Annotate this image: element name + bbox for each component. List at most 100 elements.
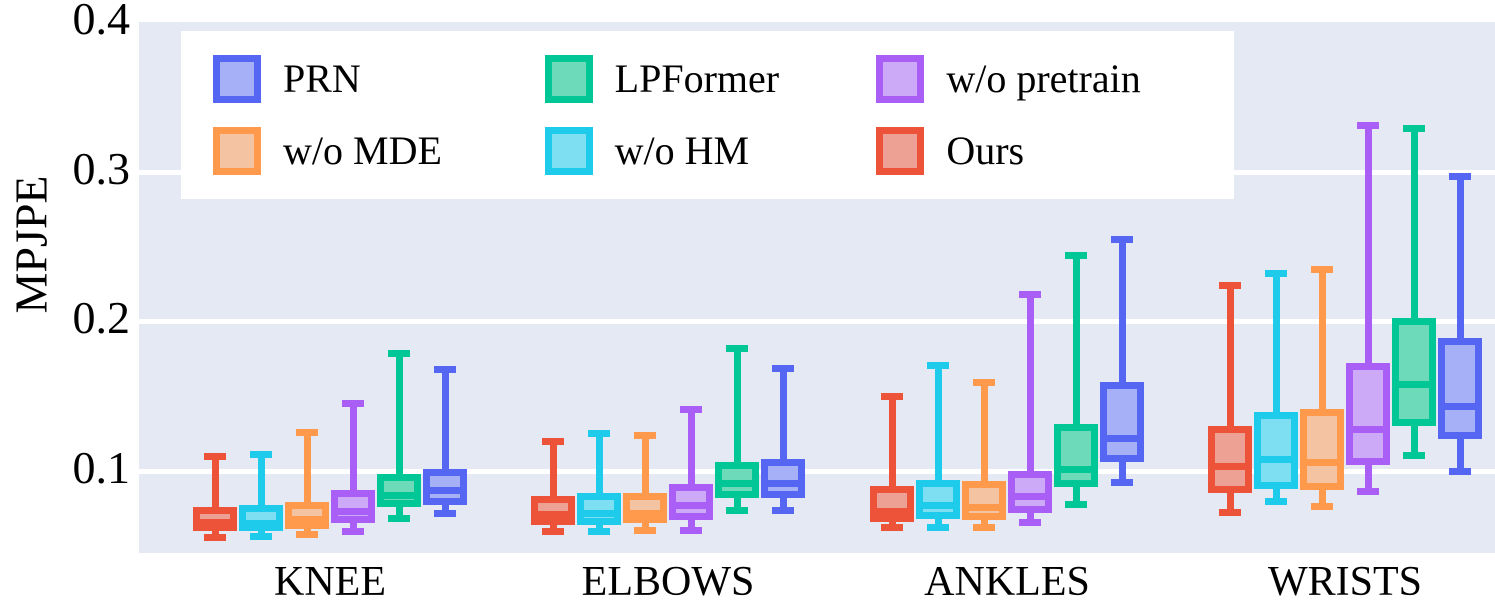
median-line: [1346, 425, 1390, 433]
whisker-lower: [1226, 493, 1234, 516]
legend-item-w-o-pretrain[interactable]: w/o pretrain: [876, 55, 1208, 103]
whisker-cap-upper: [1019, 291, 1041, 299]
x-tick-knee: KNEE: [274, 559, 386, 605]
legend-item-w-o-mde[interactable]: w/o MDE: [213, 127, 545, 175]
box-knee-ours: [193, 22, 237, 553]
y-tick-0.1: 0.1: [72, 441, 131, 493]
median-line: [239, 520, 283, 528]
box-wrists-lpformer: [1392, 22, 1436, 553]
whisker-upper: [1026, 291, 1034, 471]
whisker-upper: [1226, 282, 1234, 426]
whisker-lower: [395, 506, 403, 522]
box-elbows-lpformer: [715, 22, 759, 553]
y-tick-0.4: 0.4: [72, 0, 131, 44]
median-line: [669, 502, 713, 510]
median-line: [577, 509, 621, 517]
box-knee-w-o-mde: [285, 22, 329, 553]
whisker-cap-upper: [296, 428, 318, 436]
whisker-cap-upper: [1265, 270, 1287, 278]
whisker-cap-lower: [250, 532, 272, 540]
whisker-cap-lower: [726, 507, 748, 515]
legend-swatch-icon: [213, 127, 261, 175]
whisker-upper: [349, 400, 357, 491]
median-line: [1054, 466, 1098, 474]
whisker-cap-lower: [1019, 519, 1041, 527]
whisker-upper: [1072, 252, 1080, 425]
median-line: [870, 508, 914, 516]
median-line: [916, 502, 960, 510]
legend-item-w-o-hm[interactable]: w/o HM: [544, 127, 877, 175]
whisker-lower: [733, 497, 741, 515]
box-rect: [1300, 409, 1344, 491]
whisker-cap-lower: [1311, 502, 1333, 510]
median-line: [761, 479, 805, 487]
whisker-cap-upper: [634, 431, 656, 439]
box-wrists-ours: [1208, 22, 1252, 553]
whisker-cap-lower: [1111, 478, 1133, 486]
whisker-cap-lower: [973, 523, 995, 531]
box-rect: [962, 481, 1006, 521]
whisker-lower: [1272, 488, 1280, 506]
box-knee-prn: [423, 22, 467, 553]
box-ankles-w-o-hm: [916, 22, 960, 553]
whisker-cap-upper: [772, 364, 794, 372]
box-rect: [1100, 382, 1144, 462]
median-line: [285, 515, 329, 523]
whisker-upper: [549, 437, 557, 497]
whisker-cap-lower: [1065, 501, 1087, 509]
whisker-upper: [257, 451, 265, 506]
box-ankles-lpformer: [1054, 22, 1098, 553]
legend-label: PRN: [283, 56, 361, 101]
whisker-cap-lower: [342, 528, 364, 536]
median-line: [531, 511, 575, 519]
median-line: [1438, 403, 1482, 411]
whisker-upper: [1272, 270, 1280, 413]
whisker-cap-lower: [434, 510, 456, 518]
whisker-cap-lower: [204, 534, 226, 542]
legend-label: w/o MDE: [283, 128, 442, 173]
whisker-cap-lower: [772, 507, 794, 515]
legend-item-lpformer[interactable]: LPFormer: [544, 55, 877, 103]
box-elbows-ours: [531, 22, 575, 553]
whisker-upper: [303, 428, 311, 503]
legend-swatch-icon: [876, 55, 925, 103]
whisker-upper: [1118, 235, 1126, 383]
y-tick-0.3: 0.3: [72, 142, 131, 194]
median-line: [1208, 463, 1252, 471]
whisker-cap-upper: [881, 392, 903, 400]
box-rect: [577, 493, 621, 525]
whisker-cap-lower: [634, 526, 656, 534]
y-axis-label: MPJPE: [5, 175, 57, 314]
whisker-cap-lower: [1357, 487, 1379, 495]
whisker-lower: [1410, 425, 1418, 459]
whisker-cap-upper: [1357, 122, 1379, 130]
median-line: [962, 503, 1006, 511]
whisker-cap-upper: [204, 452, 226, 460]
box-elbows-w-o-hm: [577, 22, 621, 553]
whisker-cap-upper: [1219, 282, 1241, 290]
whisker-cap-upper: [250, 451, 272, 459]
whisker-cap-upper: [1403, 125, 1425, 133]
whisker-upper: [1410, 125, 1418, 319]
median-line: [1100, 434, 1144, 442]
legend-item-ours[interactable]: Ours: [876, 127, 1208, 175]
whisker-cap-lower: [1403, 451, 1425, 459]
whisker-upper: [641, 431, 649, 494]
median-line: [1300, 458, 1344, 466]
whisker-cap-upper: [1311, 265, 1333, 273]
whisker-cap-lower: [1265, 498, 1287, 506]
whisker-upper: [1364, 122, 1372, 364]
legend-item-prn[interactable]: PRN: [213, 55, 545, 103]
box-rect: [916, 479, 960, 519]
whisker-upper: [395, 349, 403, 474]
box-knee-w-o-pretrain: [331, 22, 375, 553]
box-knee-w-o-hm: [239, 22, 283, 553]
whisker-cap-lower: [881, 523, 903, 531]
median-line: [377, 491, 421, 499]
whisker-upper: [1456, 173, 1464, 338]
box-ankles-prn: [1100, 22, 1144, 553]
whisker-lower: [779, 497, 787, 515]
box-rect: [1208, 425, 1252, 494]
